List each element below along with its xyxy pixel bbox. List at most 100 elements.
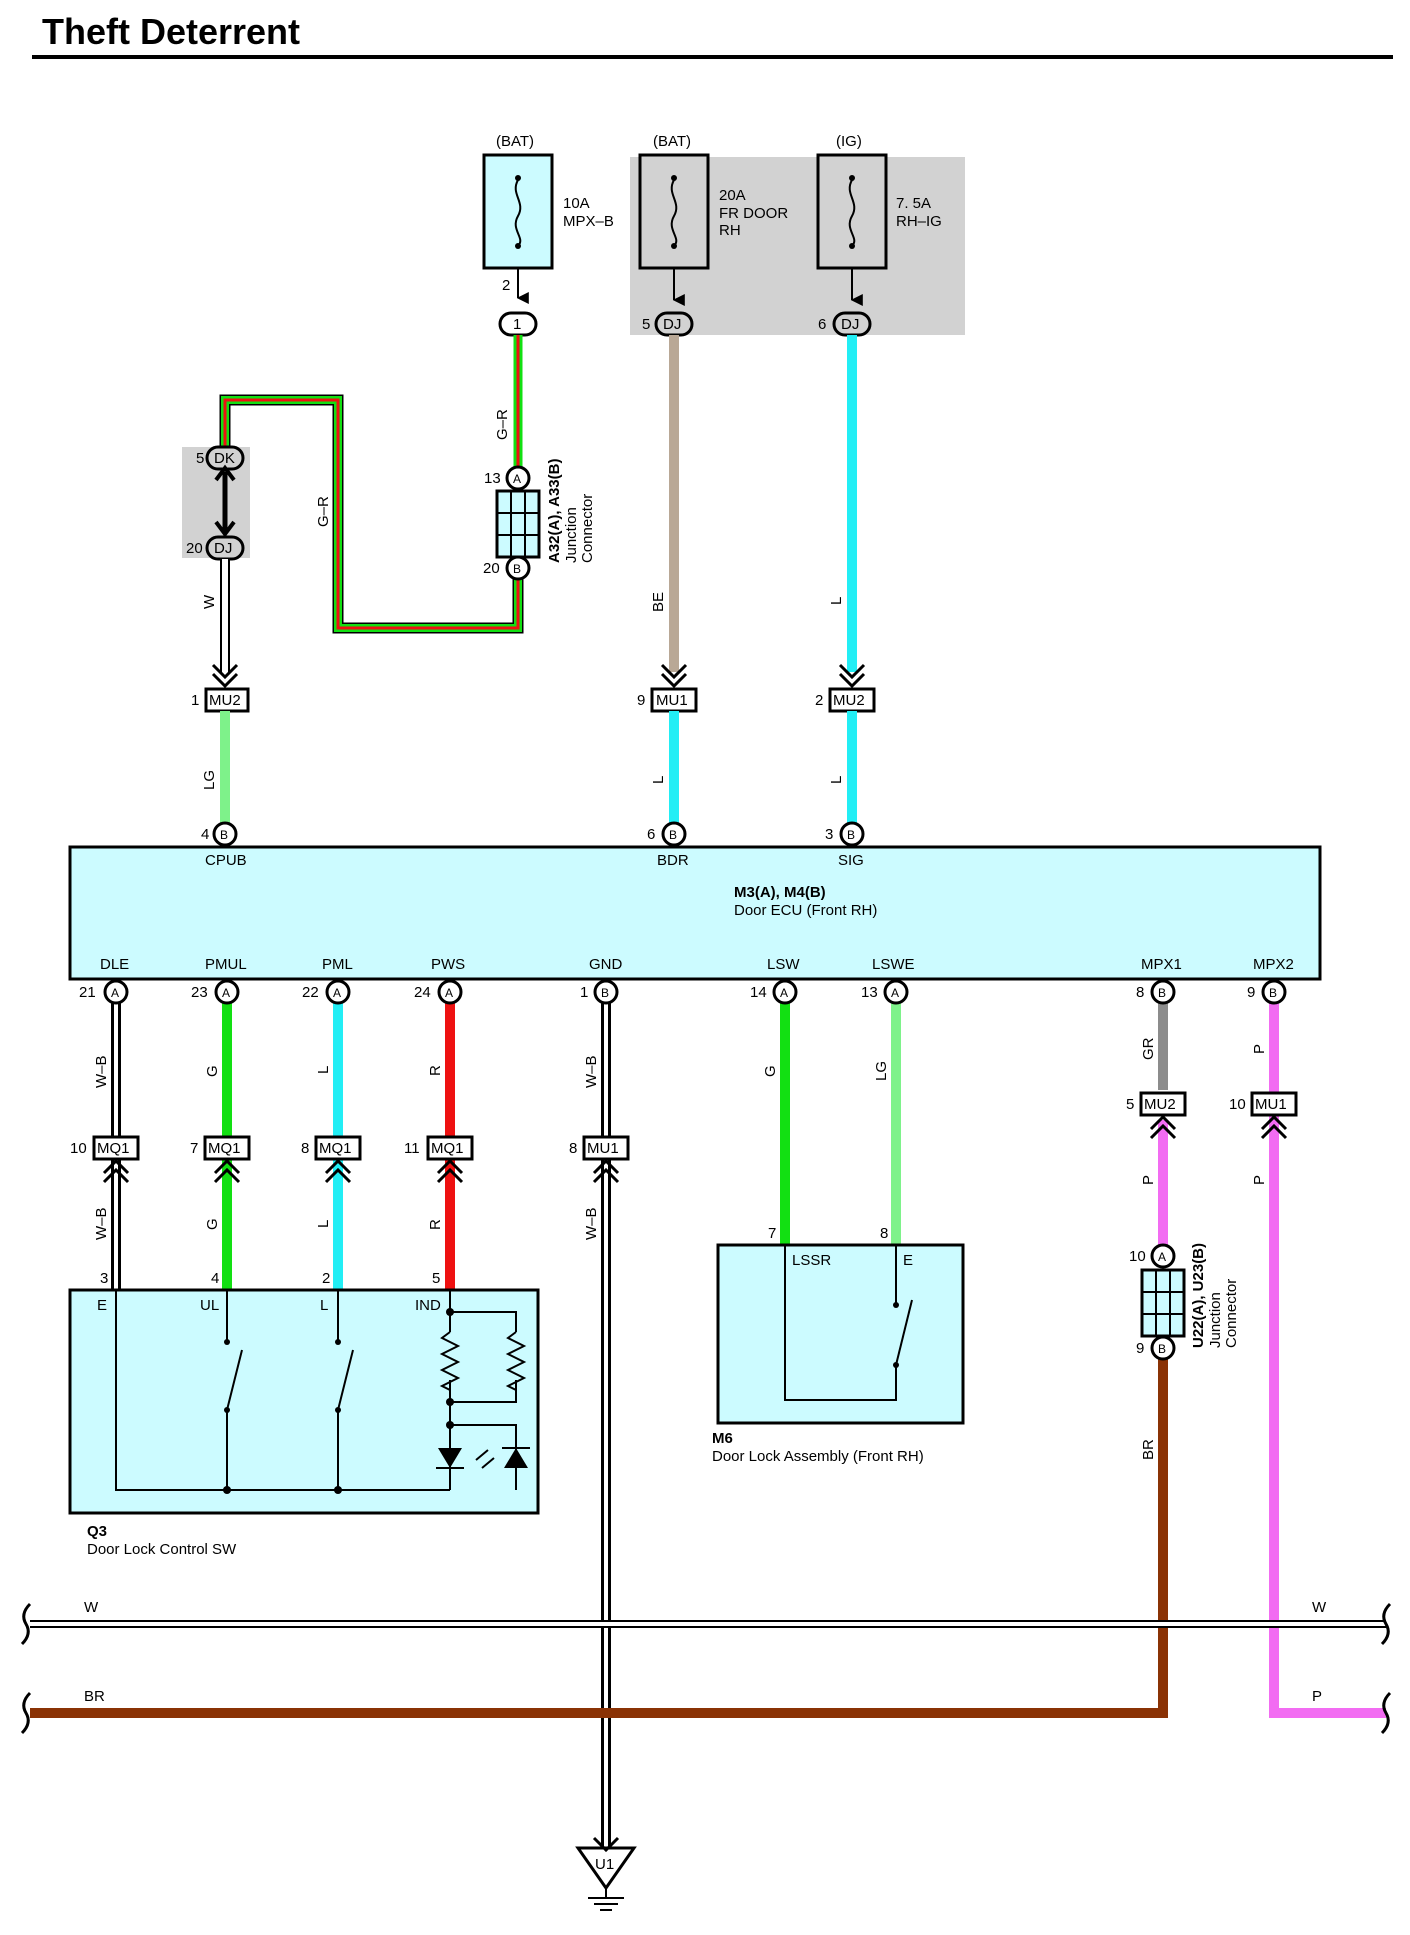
svg-text:B: B [847,828,855,842]
svg-text:22: 22 [302,984,319,1001]
svg-text:1: 1 [191,692,199,709]
svg-text:P: P [1251,1044,1268,1054]
svg-text:MPX1: MPX1 [1141,956,1182,973]
svg-text:DJ: DJ [214,540,232,557]
svg-text:9: 9 [1247,984,1255,1001]
svg-text:MQ1: MQ1 [431,1140,464,1157]
wire-label-w: W [201,594,218,609]
svg-text:G: G [204,1218,221,1230]
svg-text:A: A [780,986,788,1000]
svg-text:10: 10 [1229,1096,1246,1113]
svg-text:3: 3 [825,826,833,843]
svg-text:MQ1: MQ1 [208,1140,241,1157]
svg-text:Door Lock Control SW: Door Lock Control SW [87,1541,237,1558]
svg-text:7: 7 [190,1140,198,1157]
svg-text:24: 24 [414,984,431,1001]
svg-text:BR: BR [1140,1439,1157,1460]
svg-text:L: L [315,1220,332,1228]
svg-text:FR DOOR: FR DOOR [719,205,788,222]
svg-text:A: A [333,986,341,1000]
svg-text:U22(A), U23(B): U22(A), U23(B) [1190,1243,1207,1348]
svg-text:LSWE: LSWE [872,956,915,973]
svg-text:(IG): (IG) [836,133,862,150]
svg-text:MU2: MU2 [209,692,241,709]
svg-text:M6: M6 [712,1430,733,1447]
svg-text:4: 4 [201,826,209,843]
svg-text:Connector: Connector [579,494,596,563]
svg-text:DJ: DJ [663,316,681,333]
fuse-20a-fr-door-rh: (BAT) 20A FR DOOR RH 5 DJ [638,133,788,337]
svg-text:G: G [204,1065,221,1077]
svg-text:21: 21 [79,984,96,1001]
svg-text:Door Lock Assembly (Front RH): Door Lock Assembly (Front RH) [712,1448,924,1465]
svg-text:GND: GND [589,956,623,973]
page-title: Theft Deterrent [42,11,300,52]
wire-label-l-2: L [650,776,667,784]
svg-text:14: 14 [750,984,767,1001]
svg-text:E: E [97,1297,107,1314]
svg-text:13: 13 [861,984,878,1001]
svg-text:M3(A), M4(B): M3(A), M4(B) [734,884,826,901]
wire-label-l-3: L [828,776,845,784]
svg-text:2: 2 [502,277,510,294]
connector-mu1-8: 8 MU1 [569,1135,630,1184]
connector-mu1-9: 9 MU1 [637,663,698,713]
svg-text:IND: IND [415,1297,441,1314]
svg-text:MQ1: MQ1 [97,1140,130,1157]
svg-text:W–B: W–B [93,1207,110,1240]
svg-text:DLE: DLE [100,956,129,973]
top-connectors: 1 MU2 9 MU1 2 MU2 [191,663,876,713]
svg-text:W–B: W–B [583,1207,600,1240]
svg-text:20: 20 [483,560,500,577]
svg-text:(BAT): (BAT) [496,133,534,150]
svg-text:Door ECU (Front RH): Door ECU (Front RH) [734,902,877,919]
svg-text:MQ1: MQ1 [319,1140,352,1157]
svg-text:8: 8 [301,1140,309,1157]
svg-text:(BAT): (BAT) [653,133,691,150]
svg-text:9: 9 [1136,1340,1144,1357]
door-lock-assembly-m6: 7 8 LSSR E M6 Door Lock Assembly (Front … [712,1225,965,1465]
svg-text:6: 6 [818,316,826,333]
connector-mq1-10: 10 MQ1 [70,1135,140,1184]
svg-text:DJ: DJ [841,316,859,333]
svg-text:20A: 20A [719,187,746,204]
svg-text:4: 4 [211,1270,219,1287]
svg-text:B: B [1158,1342,1166,1356]
svg-text:Q3: Q3 [87,1523,107,1540]
svg-text:A: A [513,472,521,486]
svg-text:A: A [1158,1250,1166,1264]
svg-text:2: 2 [322,1270,330,1287]
svg-text:5: 5 [196,450,204,467]
connector-mu2-1: 1 MU2 [191,663,250,713]
bus-label-br-left: BR [84,1688,105,1705]
svg-text:BDR: BDR [657,852,689,869]
connector-mu2-2: 2 MU2 [815,663,876,713]
wire-label-g-r-2: G–R [315,496,332,527]
svg-text:PWS: PWS [431,956,465,973]
svg-text:A: A [222,986,230,1000]
fuse-10a-mpx-b: (BAT) 10A MPX–B 2 1 [482,133,614,337]
svg-text:MU2: MU2 [833,692,865,709]
svg-text:MU1: MU1 [656,692,688,709]
svg-text:7. 5A: 7. 5A [896,195,931,212]
wire-label-lg-1: LG [201,770,218,790]
svg-text:L: L [320,1297,328,1314]
wire-label-l-1: L [828,597,845,605]
svg-text:B: B [1269,986,1277,1000]
svg-text:10: 10 [1129,1248,1146,1265]
connector-mu2-5: 5 MU2 [1126,1091,1187,1140]
door-ecu-front-rh: M3(A), M4(B) Door ECU (Front RH) [68,845,1322,981]
svg-text:UL: UL [200,1297,219,1314]
svg-text:B: B [1158,986,1166,1000]
svg-text:W–B: W–B [93,1055,110,1088]
svg-text:MU1: MU1 [587,1140,619,1157]
svg-text:SIG: SIG [838,852,864,869]
svg-text:L: L [315,1066,332,1074]
svg-text:8: 8 [880,1225,888,1242]
svg-text:B: B [513,562,521,576]
wire-label-be: BE [650,592,667,612]
bus-end-markers [20,1602,1392,1735]
svg-text:8: 8 [1136,984,1144,1001]
svg-text:10: 10 [70,1140,87,1157]
